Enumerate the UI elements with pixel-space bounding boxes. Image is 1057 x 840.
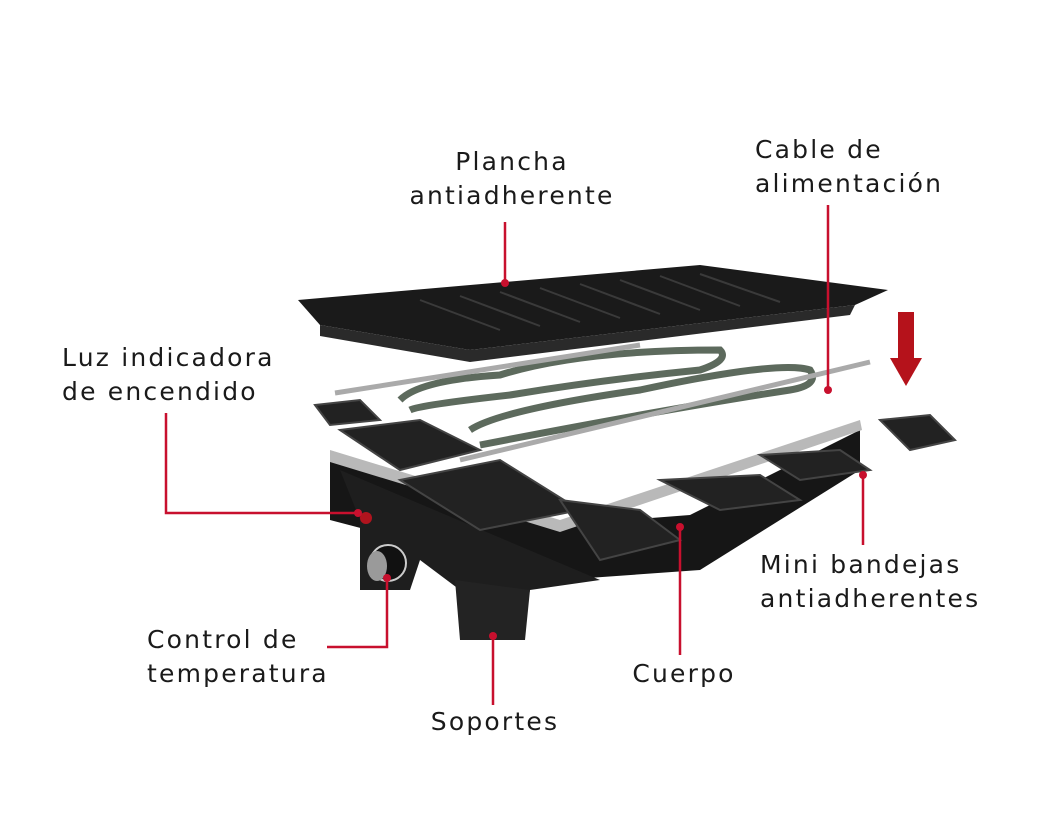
label-temperature-control: Control de temperatura — [147, 623, 329, 691]
label-line: alimentación — [755, 169, 944, 198]
label-power-cable: Cable de alimentación — [755, 133, 943, 201]
label-line: Cable de — [755, 135, 883, 164]
callout-lines — [164, 205, 865, 705]
mini-trays — [313, 398, 957, 562]
label-body: Cuerpo — [632, 659, 736, 688]
label-feet: Soportes — [430, 707, 560, 736]
down-arrow-icon — [890, 312, 922, 386]
griddle-plate — [298, 265, 888, 362]
label-power-light: Luz indicadora de encendido — [62, 341, 275, 409]
label-line: Mini bandejas — [760, 550, 962, 579]
label-line: Plancha — [455, 147, 569, 176]
label-griddle: Plancha antiadherente — [409, 145, 614, 213]
label-line: de encendido — [62, 377, 258, 406]
support-rods — [334, 342, 871, 463]
label-line: Luz indicadora — [62, 343, 275, 372]
label-line: Control de — [147, 625, 299, 654]
label-mini-trays: Mini bandejas antiadherentes — [760, 548, 980, 616]
heating-element — [397, 346, 816, 449]
label-line: antiadherente — [409, 181, 615, 210]
label-line: antiadherentes — [760, 584, 981, 613]
callout-dots — [354, 279, 867, 640]
label-line: temperatura — [147, 659, 329, 688]
